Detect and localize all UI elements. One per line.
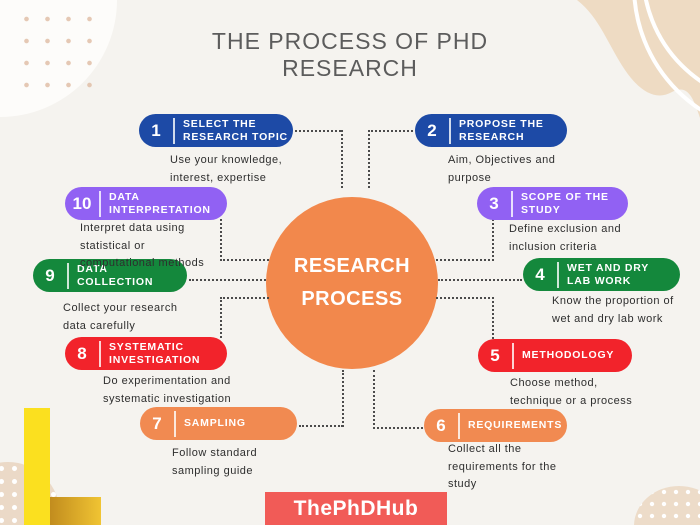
- connector-line: [436, 259, 494, 261]
- step-pill-7: 7 SAMPLING: [140, 407, 297, 440]
- connector-line: [373, 427, 423, 429]
- step-number: 5: [490, 345, 500, 365]
- step-number: 6: [436, 415, 446, 435]
- pill-divider: [67, 262, 69, 289]
- step-pill-5: 5 METHODOLOGY: [478, 339, 632, 372]
- pill-divider: [173, 117, 175, 144]
- step-pill-6: 6 REQUIREMENTS: [424, 409, 567, 442]
- connector-line: [295, 130, 341, 132]
- connector-line: [220, 297, 222, 338]
- step-number: 8: [77, 343, 87, 363]
- pill-divider: [512, 342, 514, 369]
- connector-line: [220, 219, 222, 261]
- pill-divider: [458, 412, 460, 439]
- connector-line: [341, 130, 343, 188]
- step-label: METHODOLOGY: [522, 349, 615, 362]
- pill-divider: [449, 117, 451, 144]
- connector-line: [492, 219, 494, 261]
- brand-label: ThePhDHub: [293, 497, 419, 520]
- connector-line: [220, 297, 269, 299]
- pill-divider: [99, 340, 101, 367]
- connector-line: [492, 297, 494, 339]
- connector-line: [373, 370, 375, 429]
- brand-badge: ThePhDHub: [265, 492, 447, 525]
- dots-pattern-top-left: [16, 8, 102, 96]
- connector-line: [220, 259, 269, 261]
- pill-divider: [557, 261, 559, 288]
- pill-divider: [174, 410, 176, 437]
- gold-bar-decor: [48, 497, 101, 525]
- pill-divider: [511, 190, 513, 217]
- yellow-bar-decor: [24, 408, 50, 525]
- step-number: 3: [489, 193, 499, 213]
- connector-line: [299, 425, 343, 427]
- step-number: 1: [151, 120, 161, 140]
- beige-blob-decor: [577, 0, 700, 118]
- page-title: THE PROCESS OF PHD RESEARCH: [211, 28, 489, 81]
- connector-line: [368, 130, 413, 132]
- dots-pattern-bottom-right: [634, 486, 700, 525]
- step-desc-1: Use your knowledge,interest, expertise: [170, 154, 283, 184]
- step-number: 10: [72, 193, 92, 213]
- step-number: 7: [152, 413, 162, 433]
- connector-line: [438, 279, 522, 281]
- step-number: 4: [535, 264, 545, 284]
- connector-line: [342, 370, 344, 427]
- step-label: REQUIREMENTS: [468, 419, 563, 432]
- step-number: 9: [45, 265, 55, 285]
- step-desc-5: Choose method,technique or a process: [510, 377, 633, 407]
- connector-line: [368, 130, 370, 188]
- connector-line: [436, 297, 494, 299]
- research-process-circle: RESEARCH PROCESS: [266, 197, 438, 369]
- step-label: SAMPLING: [184, 417, 246, 430]
- pill-divider: [99, 190, 101, 217]
- step-number: 2: [427, 120, 437, 140]
- connector-line: [189, 279, 266, 281]
